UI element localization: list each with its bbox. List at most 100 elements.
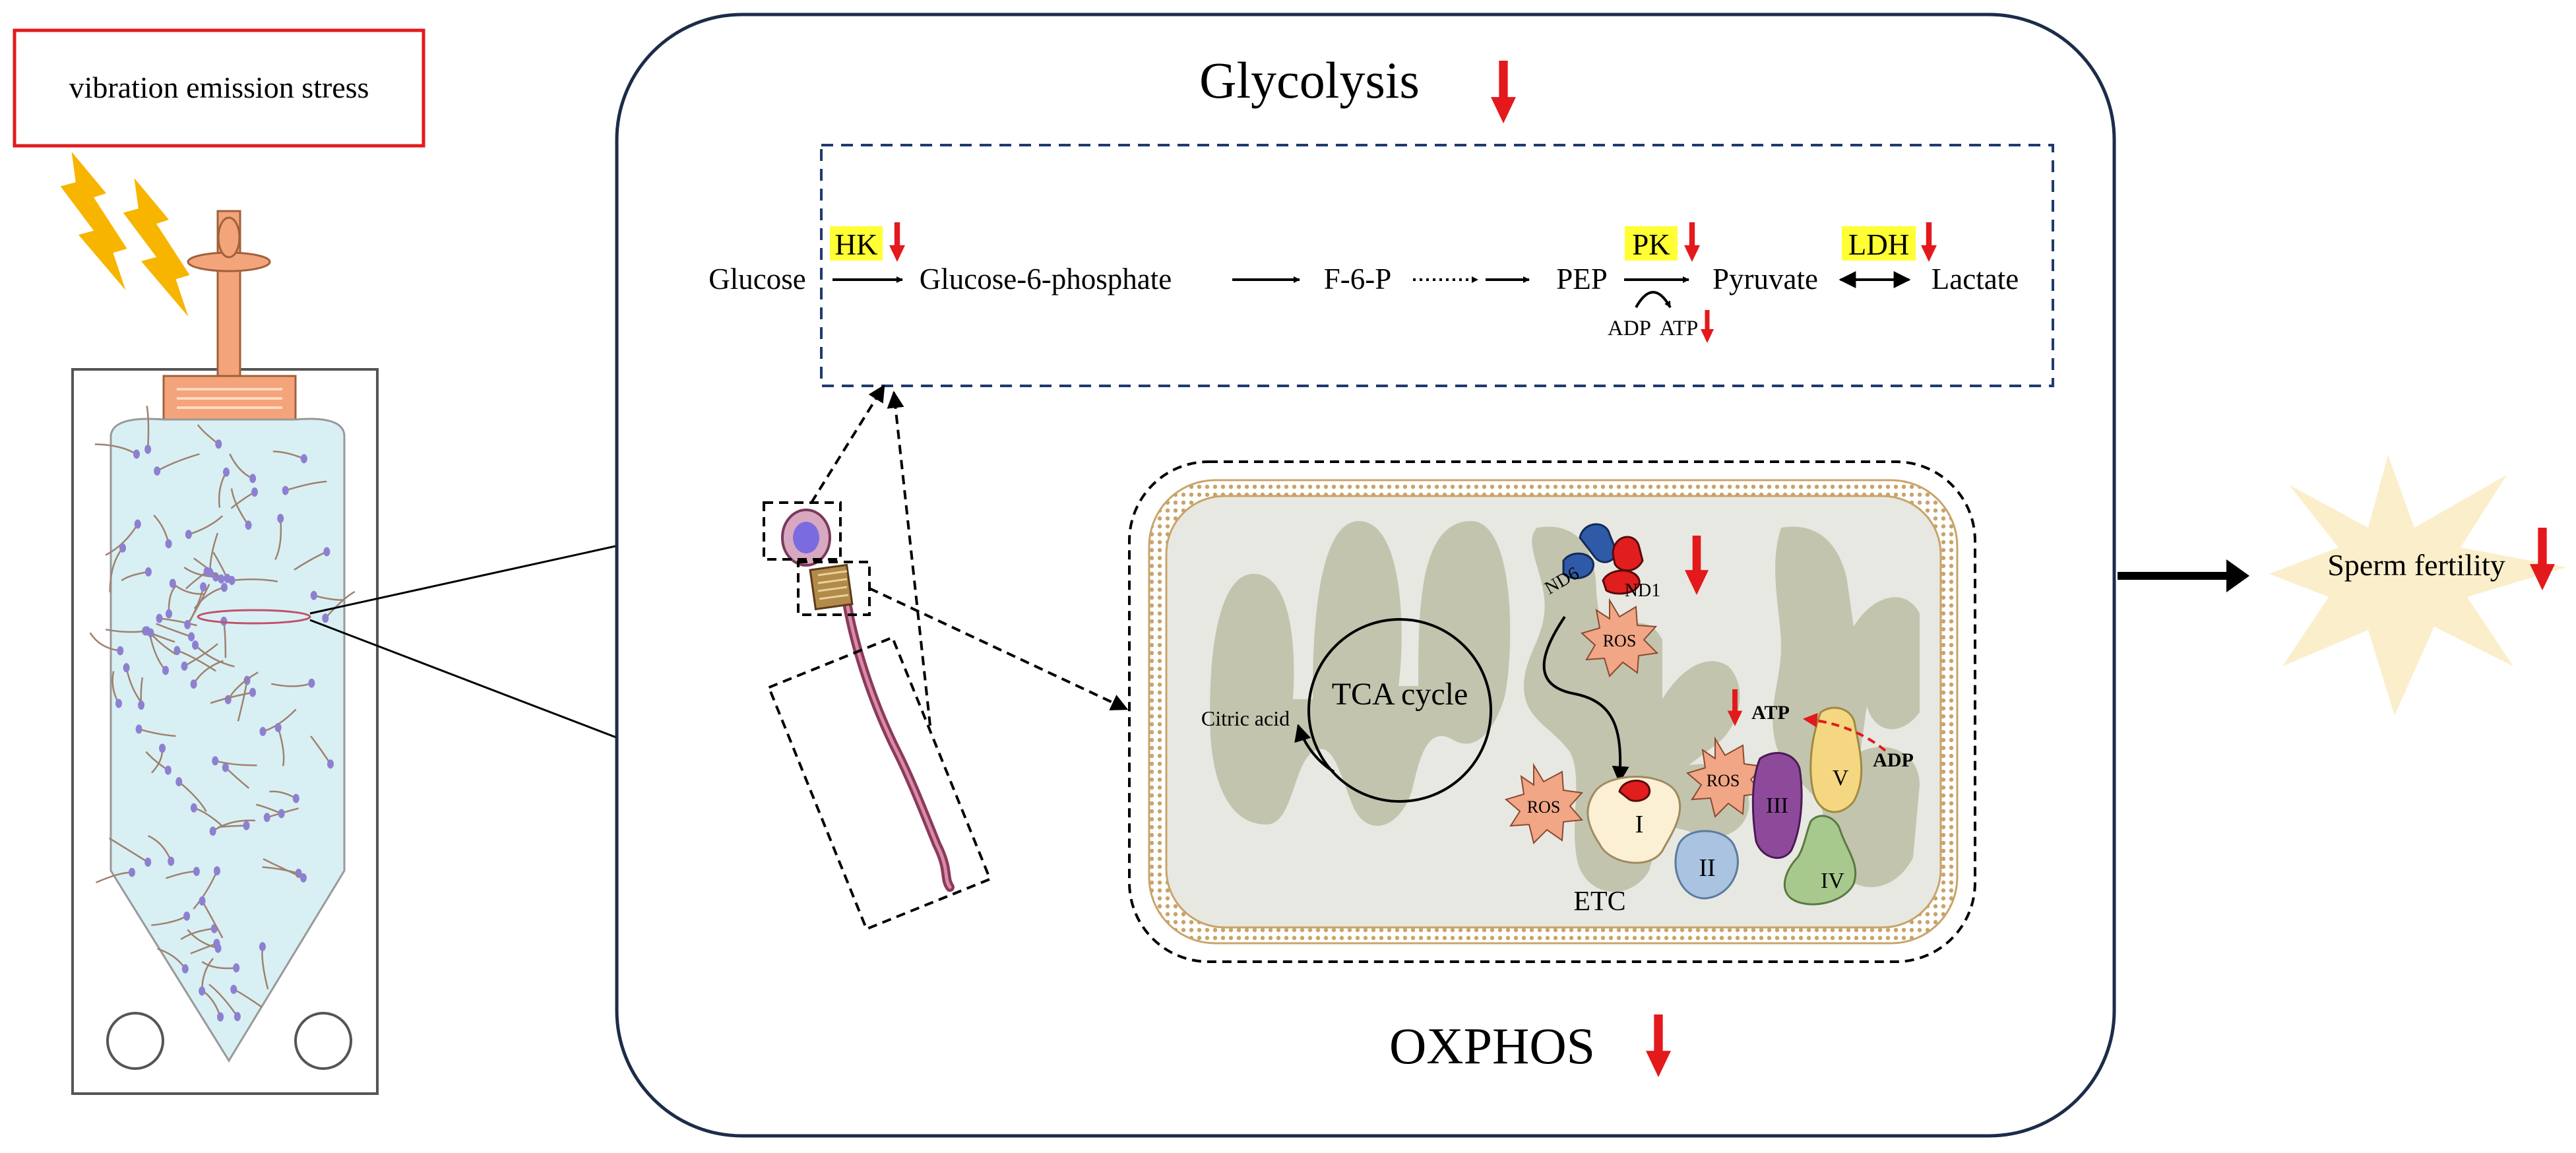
sperm-head — [259, 726, 267, 736]
ros-burst-top — [1581, 598, 1659, 677]
sperm-head — [190, 679, 197, 689]
glycolysis-pathway-box — [820, 144, 2054, 387]
sperm-head-zoom-box — [763, 501, 842, 561]
sperm-tail — [146, 405, 150, 450]
enzyme-ldh: LDH — [1848, 228, 1909, 261]
sperm-head — [259, 942, 266, 952]
ros-label-left: ROS — [1527, 797, 1561, 817]
cristae — [1210, 521, 1920, 892]
sperm-head — [143, 626, 150, 636]
metabolite-glucose: Glucose — [708, 263, 805, 296]
sperm-tail — [210, 691, 253, 704]
sperm-head — [200, 582, 207, 592]
fertility-decrease-icon — [2530, 528, 2555, 590]
metabolite-pyruvate: Pyruvate — [1712, 263, 1818, 296]
sperm-head — [274, 723, 282, 733]
tca-cycle-label: TCA cycle — [1332, 677, 1468, 712]
sperm-head — [278, 809, 285, 819]
sperm-tail — [105, 523, 139, 556]
sperm-head — [159, 743, 166, 753]
sperm-tail — [263, 858, 304, 879]
sperm-head — [144, 857, 152, 867]
sperm-head — [193, 867, 200, 877]
sperm-head — [245, 520, 252, 530]
sperm-head — [220, 616, 228, 626]
sperm-head — [263, 813, 270, 823]
metabolite-g6p: Glucose-6-phosphate — [920, 263, 1172, 296]
sperm-tail — [274, 518, 282, 561]
sperm-tail — [212, 819, 256, 832]
sperm-head — [119, 543, 126, 553]
sperm-head — [327, 759, 334, 769]
sperm-head — [299, 873, 307, 883]
sperm-head — [168, 856, 175, 866]
etc-adp-label: ADP — [1873, 749, 1914, 771]
nd-subunits — [1562, 523, 1644, 595]
sperm-head — [135, 724, 142, 734]
sperm-head — [228, 576, 236, 586]
complex-iv — [1784, 815, 1857, 906]
sperm-tail — [178, 781, 207, 812]
sperm-head — [323, 547, 330, 557]
sperm-tail — [188, 515, 224, 536]
sperm-head — [300, 454, 307, 464]
sperm-head — [156, 613, 163, 623]
cofactor-atp: ATP — [1660, 317, 1699, 340]
complex-ii-label: II — [1699, 854, 1715, 882]
vibration-device — [71, 210, 379, 1095]
complex-i — [1586, 776, 1681, 864]
sperm-head — [184, 619, 191, 629]
sperm-head — [206, 567, 214, 577]
sperm-tail — [105, 629, 148, 633]
metabolite-pep: PEP — [1556, 263, 1608, 296]
sperm-head — [190, 803, 197, 813]
head-to-glycolysis-arrow — [810, 384, 885, 504]
sperm-head — [162, 666, 170, 675]
complex-iv-label: IV — [1821, 869, 1844, 893]
starburst-icon — [2269, 455, 2566, 716]
stress-label: vibration emission stress — [69, 71, 369, 104]
sperm-head — [133, 449, 140, 459]
selected-sperm-highlight — [197, 609, 311, 625]
sperm-head — [181, 964, 189, 974]
sperm-head — [209, 826, 216, 836]
sperm-head — [233, 963, 240, 973]
sperm-head — [249, 474, 257, 483]
sperm-head — [165, 539, 172, 549]
sperm-head — [322, 613, 329, 623]
sperm-head — [212, 756, 219, 766]
sperm-head — [154, 466, 161, 476]
sperm-head — [292, 794, 299, 803]
cofactor-adp: ADP — [1608, 317, 1651, 340]
sperm-cells-in-tube — [89, 405, 356, 1022]
sperm-tail — [139, 728, 176, 737]
sperm-head — [220, 582, 228, 592]
sperm-cell — [781, 509, 955, 892]
sperm-tail — [201, 961, 237, 970]
oxphos-title: OXPHOS — [1389, 1017, 1595, 1075]
enzyme-hk-highlight — [830, 226, 883, 261]
complex-iii — [1751, 752, 1803, 859]
sperm-head — [243, 821, 250, 830]
nd1-to-complex-i-arrow — [1542, 615, 1629, 784]
midpiece-to-mitochondrion-arrow — [869, 587, 1129, 710]
ros-label-top: ROS — [1603, 631, 1637, 650]
sperm-head — [251, 487, 258, 497]
sperm-tail — [183, 567, 216, 578]
enzyme-pk: PK — [1632, 228, 1670, 261]
sperm-head — [169, 578, 176, 588]
sperm-head — [123, 663, 130, 673]
sperm-head — [164, 765, 172, 775]
stress-box — [13, 28, 425, 148]
sperm-head — [199, 896, 206, 906]
sperm-head — [308, 678, 315, 688]
sperm-head — [134, 519, 141, 529]
sperm-head — [223, 467, 230, 477]
sperm-head — [215, 439, 222, 449]
etc-atp-label: ATP — [1751, 702, 1790, 724]
sperm-head — [192, 640, 199, 650]
sperm-head — [199, 986, 206, 996]
sperm-head — [144, 445, 152, 454]
sperm-head — [230, 984, 237, 994]
